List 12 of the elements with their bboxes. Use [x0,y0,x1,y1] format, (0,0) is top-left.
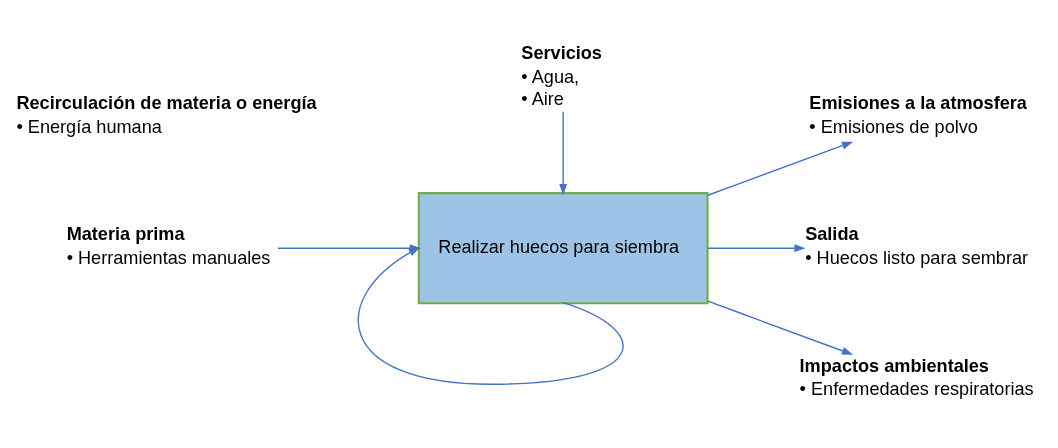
arrow [707,243,806,252]
node-text: Impactos ambientales • Enfermedades respiratorias [799,355,1034,399]
node-text: Emisiones a la atmosfera • Emisiones de polvo [809,92,1027,137]
node-text: Servicios • Agua, • Aire [521,42,602,109]
arrow [559,110,568,195]
arrow [707,141,854,196]
node-text: Materia prima • Herramientas manuales [66,223,271,268]
arrow [707,299,854,355]
arrow [357,246,624,385]
node-box: Realizar huecos para siembra [417,191,709,304]
node-text: Recirculación de materia o energía • Energía humana [16,92,317,137]
node-text: Salida • Huecos listo para sembrar [805,223,1029,268]
